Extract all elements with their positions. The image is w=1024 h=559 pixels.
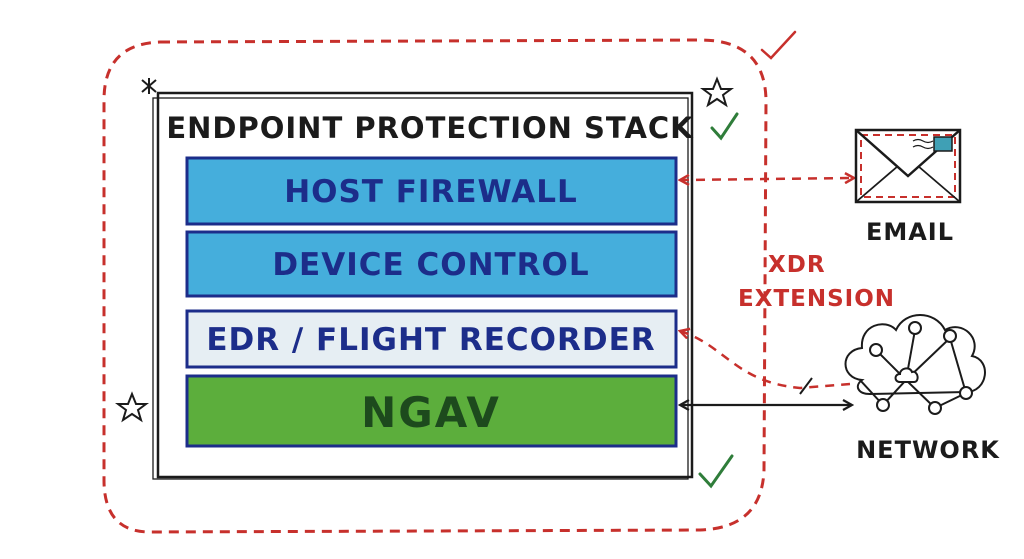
layer-device-control: DEVICE CONTROL	[185, 230, 678, 298]
network-cloud-icon	[844, 314, 986, 415]
asterisk-icon	[141, 78, 157, 94]
layer-host-firewall: HOST FIREWALL	[185, 156, 678, 226]
check-icon	[698, 454, 734, 489]
xdr-extension-label: EXTENSION	[738, 286, 895, 312]
xdr-label: XDR	[768, 252, 826, 278]
star-icon	[700, 76, 734, 108]
envelope-icon	[854, 128, 962, 204]
check-icon	[710, 112, 739, 141]
star-icon	[115, 391, 149, 423]
layer-bar	[185, 374, 678, 448]
layer-edr-flight-recorder: EDR / FLIGHT RECORDER	[185, 309, 678, 369]
xdr-boundary	[102, 38, 768, 534]
cross-mark-icon	[799, 377, 813, 395]
network-label: NETWORK	[856, 436, 1000, 464]
check-icon	[760, 30, 797, 60]
email-connector	[680, 178, 854, 180]
edr-network-connector	[680, 331, 851, 390]
diagram-title: ENDPOINT PROTECTION STACK	[166, 111, 694, 145]
layer-label: EDR / FLIGHT RECORDER	[206, 322, 655, 358]
email-label: EMAIL	[866, 218, 954, 246]
layer-label: HOST FIREWALL	[284, 174, 578, 210]
layer-bar	[185, 309, 678, 369]
layer-bar	[185, 156, 678, 226]
layer-label: NGAV	[361, 388, 501, 437]
layer-label: DEVICE CONTROL	[272, 247, 589, 283]
layer-ngav: NGAV	[185, 374, 678, 448]
layer-bar	[185, 230, 678, 298]
stack-box	[152, 91, 694, 480]
